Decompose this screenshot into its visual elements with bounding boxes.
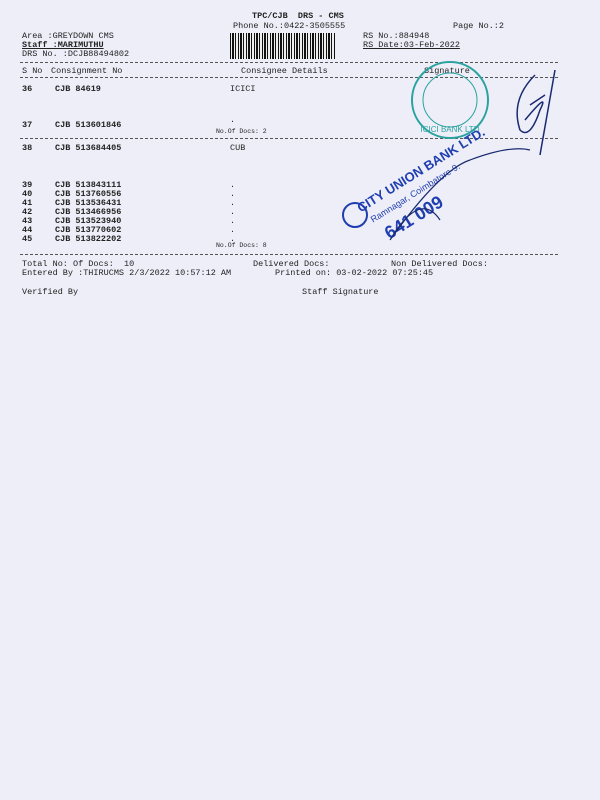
row-consignee: ICICI xyxy=(230,84,256,94)
delivered-docs: Delivered Docs: xyxy=(253,259,330,269)
row-sno: 42 xyxy=(22,207,33,217)
col-consignment: Consignment No xyxy=(51,66,123,76)
divider xyxy=(20,77,558,78)
row-consignment: CJB 513536431 xyxy=(55,198,122,208)
row-sno: 36 xyxy=(22,84,33,94)
row-consignee: . xyxy=(230,234,236,244)
row-consignment: CJB 513770602 xyxy=(55,225,122,235)
total-docs: Total No: Of Docs: 10 xyxy=(22,259,135,269)
row-consignment: CJB 513601846 xyxy=(55,120,122,130)
icici-stamp: ICICI BANK LTD xyxy=(411,61,489,139)
rs-date: RS Date:03-Feb-2022 xyxy=(363,40,460,50)
divider xyxy=(20,62,558,63)
row-consignee: CUB xyxy=(230,143,246,153)
row-consignee: . xyxy=(230,207,236,217)
printed-on: Printed on: 03-02-2022 07:25:45 xyxy=(275,268,434,278)
row-consignment: CJB 84619 xyxy=(55,84,101,94)
row-consignment: CJB 513843111 xyxy=(55,180,122,190)
row-sno: 43 xyxy=(22,216,33,226)
col-consignee: Consignee Details xyxy=(241,66,328,76)
row-sno: 38 xyxy=(22,143,33,153)
divider xyxy=(20,138,558,139)
row-consignee: . xyxy=(230,180,236,190)
area: Area :GREYDOWN CMS xyxy=(22,31,114,41)
row-consignee: . xyxy=(230,189,236,199)
col-sno: S No xyxy=(22,66,43,76)
entered-by: Entered By :THIRUCMS 2/3/2022 10:57:12 A… xyxy=(22,268,232,278)
svg-text:ICICI BANK LTD: ICICI BANK LTD xyxy=(421,125,480,134)
divider xyxy=(20,254,558,255)
verified-by: Verified By xyxy=(22,287,79,297)
phone-number: Phone No.:0422-3505555 xyxy=(233,21,346,31)
handwritten-signature xyxy=(516,70,556,156)
document-title: TPC/CJB DRS - CMS xyxy=(252,11,344,21)
row-sno: 44 xyxy=(22,225,33,235)
rs-number: RS No.:884948 xyxy=(363,31,430,41)
staff-signature-label: Staff Signature xyxy=(302,287,379,297)
row-sno: 40 xyxy=(22,189,33,199)
docs-count: No.Of Docs: 8 xyxy=(216,242,267,249)
row-sno: 37 xyxy=(22,120,33,130)
row-consignment: CJB 513760556 xyxy=(55,189,122,199)
barcode xyxy=(230,33,335,59)
staff: Staff :MARIMUTHU xyxy=(22,40,104,50)
row-consignment: CJB 513684405 xyxy=(55,143,122,153)
row-sno: 39 xyxy=(22,180,33,190)
non-delivered-docs: Non Delivered Docs: xyxy=(391,259,488,269)
row-sno: 41 xyxy=(22,198,33,208)
row-consignee: . xyxy=(230,198,236,208)
col-signature: Signature xyxy=(424,66,470,76)
row-sno: 45 xyxy=(22,234,33,244)
drs-number: DRS No. :DCJB88494802 xyxy=(22,49,130,59)
row-consignee: . xyxy=(230,225,236,235)
cub-stamp: CITY UNION BANK LTD. Ramnagar, Coimbator… xyxy=(342,130,531,243)
docs-count: No.Of Docs: 2 xyxy=(216,128,267,135)
row-consignee: . xyxy=(230,216,236,226)
page-number: Page No.:2 xyxy=(453,21,505,31)
row-consignment: CJB 513822202 xyxy=(55,234,122,244)
row-consignment: CJB 513523940 xyxy=(55,216,122,226)
row-consignee: . xyxy=(230,115,236,125)
row-consignment: CJB 513466956 xyxy=(55,207,122,217)
